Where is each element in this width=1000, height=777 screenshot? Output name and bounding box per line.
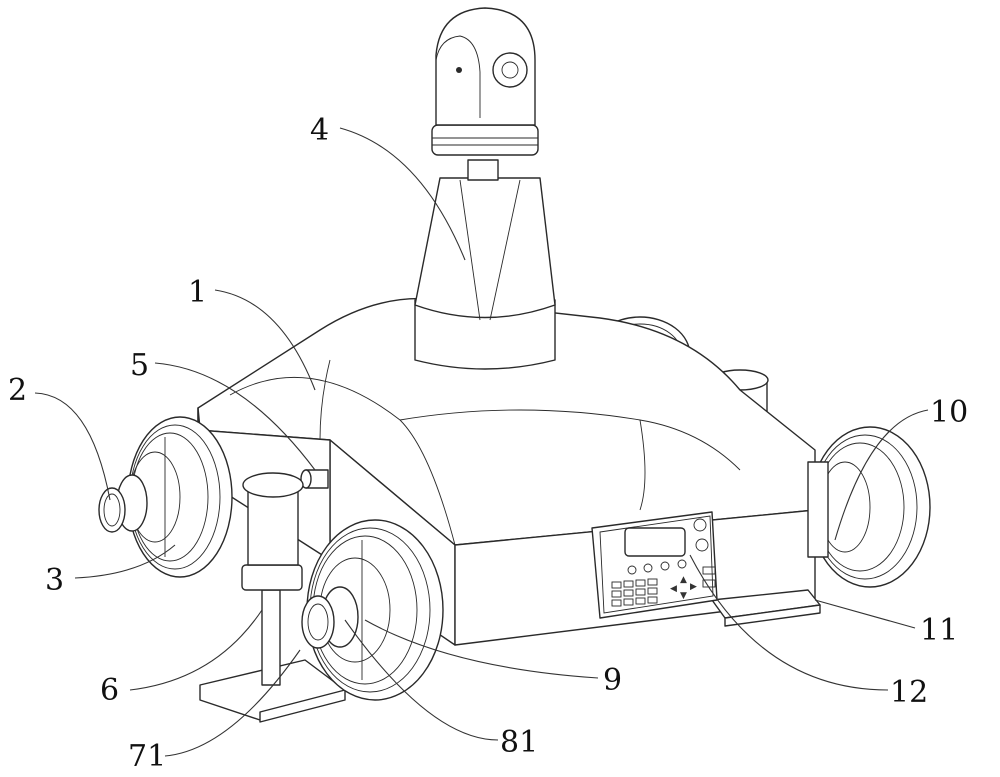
left-wheel [98,416,233,578]
keypad-key [611,590,622,598]
label-1: 1 [188,275,207,310]
label-2: 2 [8,373,27,408]
keypad [611,578,658,607]
keypad-key [623,589,634,597]
label-12: 12 [890,675,928,710]
dpad-left: ◀ [670,584,677,594]
side-peg [300,469,329,489]
label-81: 81 [500,725,538,760]
dpad-right: ▶ [690,582,697,592]
keypad-key [611,581,622,589]
keypad-key [647,587,658,595]
label-3: 3 [45,563,64,598]
label-6: 6 [100,673,119,708]
support-column [199,472,346,723]
keypad-key [647,578,658,586]
control-panel: ▲ ◀ ▶ ▼ [591,511,718,619]
front-wheel [301,519,444,701]
pan-tilt-camera [431,7,539,156]
dpad-up: ▲ [680,575,687,585]
label-71: 71 [128,739,166,774]
keypad-key [623,598,634,606]
label-5: 5 [130,348,149,383]
keypad-key [647,596,658,604]
camera-mast [414,159,556,370]
part-labels: 1 2 3 4 5 6 71 81 9 10 11 12 [8,113,968,774]
leader-lines [34,127,929,757]
dpad-down: ▼ [680,591,687,601]
label-4: 4 [310,113,329,148]
keypad-key [635,579,646,587]
keypad-key [635,588,646,596]
keypad-key [623,580,634,588]
label-9: 9 [603,663,622,698]
label-11: 11 [920,613,958,648]
label-10: 10 [930,395,968,430]
right-foot-plate [711,589,821,627]
right-wheel [807,426,931,588]
keypad-key [635,597,646,605]
keypad-key [611,599,622,607]
